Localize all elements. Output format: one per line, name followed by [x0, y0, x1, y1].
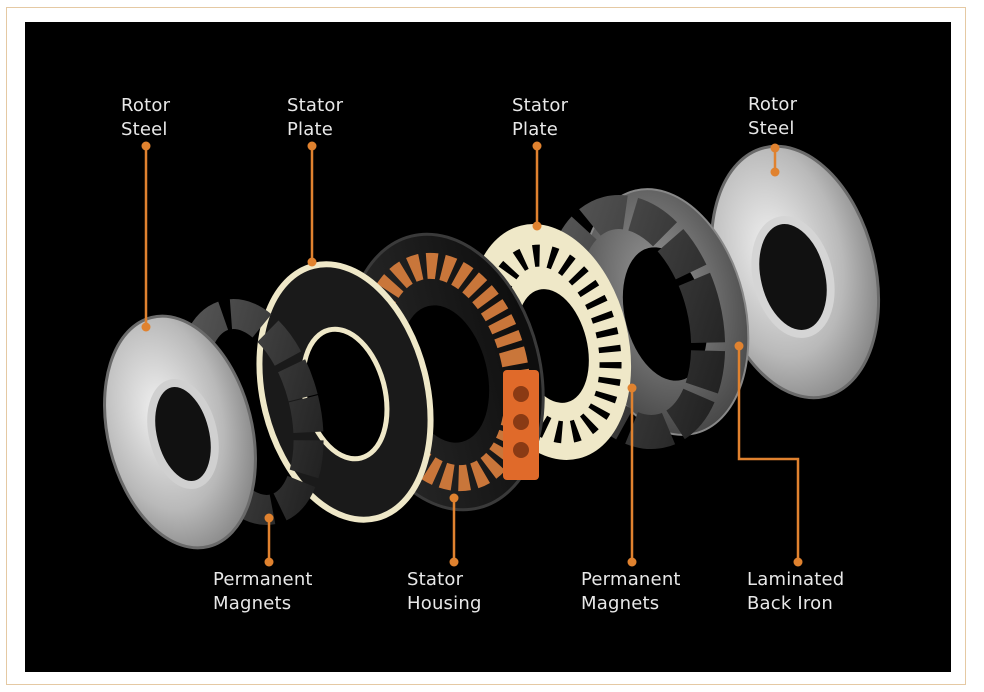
label-permanent-magnets-right: Permanent Magnets: [581, 569, 681, 614]
label-stator-housing: Stator Housing: [407, 569, 482, 614]
leader-dots: [141, 141, 803, 567]
permanent-magnets-left-part: [176, 299, 324, 525]
rotor-steel-left-part: [103, 314, 257, 550]
label-permanent-magnets-left: Permanent Magnets: [213, 569, 313, 614]
label-rotor-steel-left: Rotor Steel: [121, 95, 171, 140]
label-stator-plate-left: Stator Plate: [287, 95, 344, 140]
leader-laminated-back-iron: [737, 346, 800, 562]
label-rotor-steel-right: Rotor Steel: [748, 94, 798, 139]
diagram-panel: Rotor Steel Stator Plate Stator Plate Ro…: [25, 22, 951, 672]
label-laminated-back-iron: Laminated Back Iron: [747, 569, 845, 614]
leader-lines: [144, 146, 800, 562]
rotor-steel-right-part: [709, 144, 881, 400]
label-stator-plate-right: Stator Plate: [512, 95, 569, 140]
motor-exploded-view: [103, 141, 881, 567]
